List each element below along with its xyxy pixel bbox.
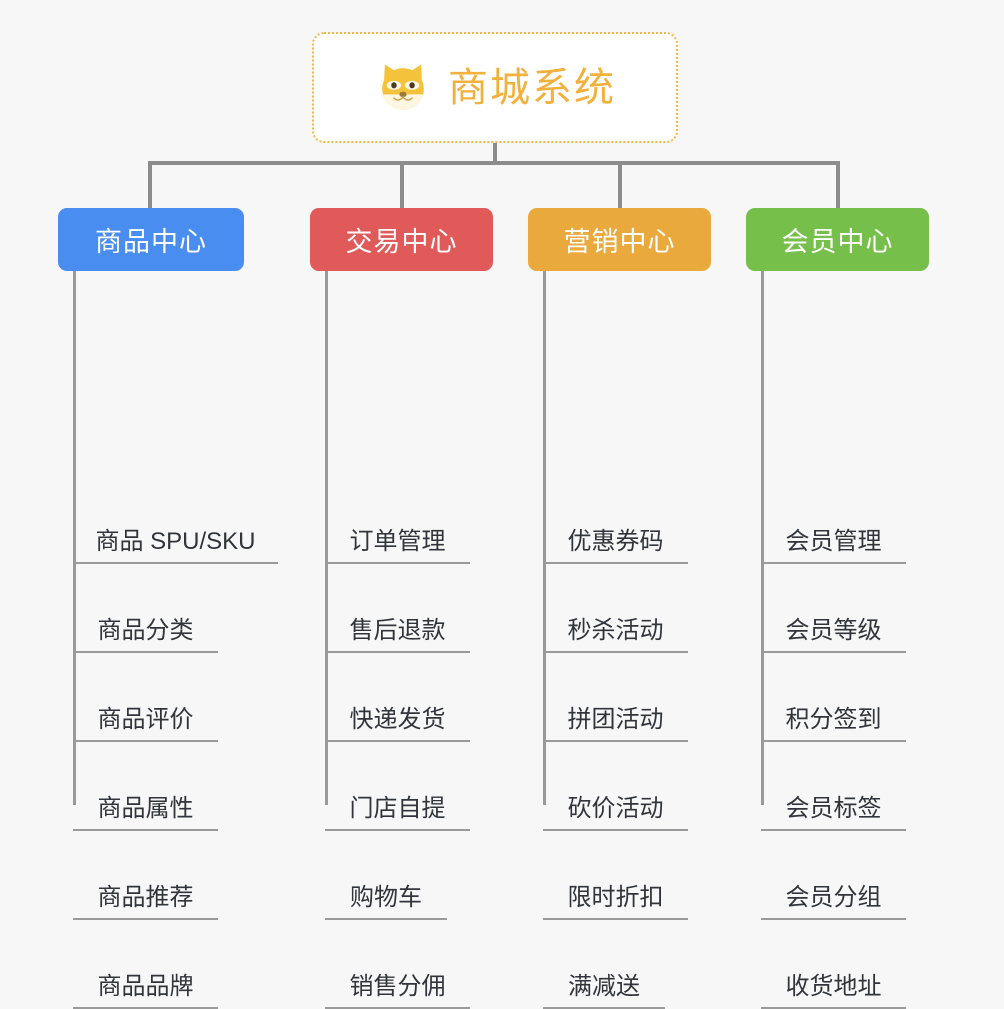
- leaf-label: 商品品牌: [97, 973, 194, 1001]
- leaf-label: 砍价活动: [567, 795, 664, 823]
- mindmap-canvas: 商城系统 商品中心 商品 SPU/SKU 商品分类 商品评价 商品属性 商品推荐…: [58, 32, 929, 1009]
- leaf-label: 拼团活动: [567, 706, 664, 734]
- root-title: 商城系统: [448, 65, 616, 110]
- list-item[interactable]: 商品分类: [73, 564, 218, 653]
- category-header-1[interactable]: 商品中心: [58, 208, 244, 271]
- list-item[interactable]: 商品属性: [73, 742, 218, 831]
- connector-root-stub: [493, 143, 497, 165]
- leaf-label: 订单管理: [349, 528, 446, 556]
- branch-spine-2: [325, 271, 328, 805]
- leaf-label: 积分签到: [785, 706, 882, 734]
- list-item[interactable]: 拼团活动: [543, 653, 688, 742]
- leaf-label: 会员标签: [785, 795, 882, 823]
- list-item[interactable]: 快递发货: [325, 653, 470, 742]
- list-item[interactable]: 订单管理: [325, 475, 470, 564]
- leaf-label: 秒杀活动: [567, 617, 664, 645]
- list-item[interactable]: 收货地址: [761, 920, 906, 1009]
- root-node[interactable]: 商城系统: [312, 32, 678, 143]
- leaf-label: 优惠券码: [567, 528, 664, 556]
- category-header-3-label: 营销中心: [563, 227, 676, 257]
- list-item[interactable]: 门店自提: [325, 742, 470, 831]
- list-item[interactable]: 秒杀活动: [543, 564, 688, 653]
- leaf-label: 门店自提: [349, 795, 446, 823]
- list-item[interactable]: 限时折扣: [543, 831, 688, 920]
- connector-drop-3: [618, 161, 622, 208]
- list-item[interactable]: 会员管理: [761, 475, 906, 564]
- leaf-label: 商品推荐: [97, 884, 194, 912]
- list-item[interactable]: 会员等级: [761, 564, 906, 653]
- list-item[interactable]: 商品 SPU/SKU: [73, 475, 278, 564]
- leaf-label: 会员等级: [785, 617, 882, 645]
- branch-spine-1: [73, 271, 76, 805]
- shiba-dog-face-icon: [374, 59, 432, 117]
- list-item[interactable]: 会员分组: [761, 831, 906, 920]
- leaf-label: 收货地址: [785, 973, 882, 1001]
- category-header-2[interactable]: 交易中心: [310, 208, 493, 271]
- list-item[interactable]: 购物车: [325, 831, 447, 920]
- category-header-1-label: 商品中心: [95, 227, 207, 257]
- connector-drop-4: [836, 161, 840, 208]
- leaf-label: 商品评价: [97, 706, 194, 734]
- leaf-label: 快递发货: [349, 706, 446, 734]
- category-header-2-label: 交易中心: [345, 227, 458, 257]
- connector-drop-2: [400, 161, 404, 208]
- branch-spine-4: [761, 271, 764, 805]
- leaf-label: 售后退款: [349, 617, 446, 645]
- list-item[interactable]: 砍价活动: [543, 742, 688, 831]
- category-header-4-label: 会员中心: [781, 227, 894, 257]
- list-item[interactable]: 商品品牌: [73, 920, 218, 1009]
- leaf-label: 商品分类: [97, 617, 194, 645]
- category-header-3[interactable]: 营销中心: [528, 208, 711, 271]
- leaf-label: 销售分佣: [349, 973, 446, 1001]
- list-item[interactable]: 优惠券码: [543, 475, 688, 564]
- list-item[interactable]: 会员标签: [761, 742, 906, 831]
- connector-drop-1: [148, 161, 152, 208]
- leaf-label: 会员管理: [785, 528, 882, 556]
- leaf-label: 限时折扣: [567, 884, 664, 912]
- connector-horizontal-bus: [148, 161, 840, 165]
- list-item[interactable]: 商品推荐: [73, 831, 218, 920]
- leaf-label: 会员分组: [785, 884, 882, 912]
- list-item[interactable]: 满减送: [543, 920, 665, 1009]
- list-item[interactable]: 积分签到: [761, 653, 906, 742]
- list-item[interactable]: 销售分佣: [325, 920, 470, 1009]
- category-header-4[interactable]: 会员中心: [746, 208, 929, 271]
- leaf-label: 商品属性: [97, 795, 194, 823]
- branch-spine-3: [543, 271, 546, 805]
- leaf-label: 满减送: [568, 973, 640, 1001]
- list-item[interactable]: 售后退款: [325, 564, 470, 653]
- list-item[interactable]: 商品评价: [73, 653, 218, 742]
- leaf-label: 商品 SPU/SKU: [95, 528, 256, 556]
- leaf-label: 购物车: [350, 884, 422, 912]
